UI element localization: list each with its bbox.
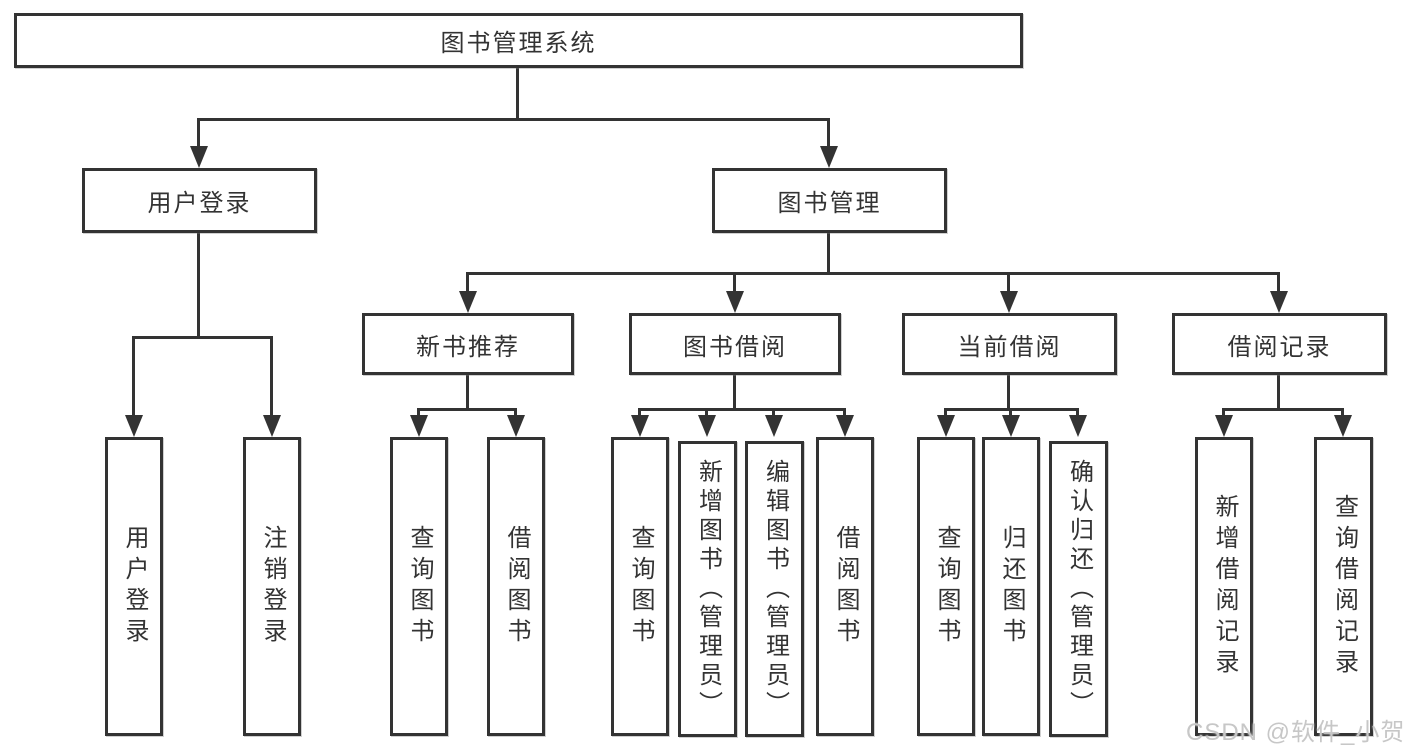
leaf-records-query-borrow-record: 查询借阅记录 xyxy=(1314,437,1373,736)
arrow-down-icon xyxy=(1334,415,1352,437)
connector-line xyxy=(705,408,708,418)
leaf-borrowing-edit-books-admin: 编辑图书（管理员） xyxy=(745,441,804,737)
arrow-down-icon xyxy=(410,415,428,437)
connector-line xyxy=(827,233,830,275)
connector-line xyxy=(1277,272,1280,293)
connector-line xyxy=(944,408,947,418)
connector-line xyxy=(466,375,469,411)
connector-line xyxy=(1007,272,1010,293)
arrow-down-icon xyxy=(1002,415,1020,437)
leaf-user-login: 用户登录 xyxy=(105,437,163,736)
leaf-recommend-borrow-books: 借阅图书 xyxy=(487,437,545,736)
node-borrow-records: 借阅记录 xyxy=(1172,313,1387,375)
connector-line xyxy=(197,118,830,121)
connector-line xyxy=(466,272,469,293)
node-new-book-recommend: 新书推荐 xyxy=(362,313,574,375)
leaf-borrowing-query-books: 查询图书 xyxy=(611,437,669,736)
arrow-down-icon xyxy=(190,146,208,168)
arrow-down-icon xyxy=(507,415,525,437)
connector-line xyxy=(1007,375,1010,411)
connector-line xyxy=(270,336,273,418)
leaf-current-query-books: 查询图书 xyxy=(917,437,975,736)
connector-line xyxy=(733,272,736,293)
arrow-down-icon xyxy=(1069,415,1087,437)
connector-line xyxy=(417,408,517,411)
leaf-borrowing-add-books-admin: 新增图书（管理员） xyxy=(678,441,737,737)
arrow-down-icon xyxy=(1215,415,1233,437)
arrow-down-icon xyxy=(459,291,477,313)
connector-line xyxy=(1222,408,1344,411)
connector-line xyxy=(197,233,200,339)
connector-line xyxy=(516,68,519,121)
arrow-down-icon xyxy=(698,415,716,437)
leaf-borrowing-borrow-books: 借阅图书 xyxy=(816,437,874,736)
arrow-down-icon xyxy=(125,415,143,437)
connector-line xyxy=(1341,408,1344,418)
connector-line xyxy=(772,408,775,418)
connector-line xyxy=(132,336,135,418)
connector-line xyxy=(1222,408,1225,418)
arrow-down-icon xyxy=(765,415,783,437)
leaf-logout: 注销登录 xyxy=(243,437,301,736)
node-book-management: 图书管理 xyxy=(712,168,947,233)
arrow-down-icon xyxy=(1270,291,1288,313)
arrow-down-icon xyxy=(937,415,955,437)
connector-line xyxy=(197,118,200,148)
leaf-current-confirm-return-admin: 确认归还（管理员） xyxy=(1049,441,1108,737)
connector-line xyxy=(638,408,641,418)
connector-line xyxy=(417,408,420,418)
connector-line xyxy=(514,408,517,418)
arrow-down-icon xyxy=(1000,291,1018,313)
connector-line xyxy=(733,375,736,411)
connector-line xyxy=(1277,375,1280,411)
arrow-down-icon xyxy=(726,291,744,313)
leaf-current-return-books: 归还图书 xyxy=(982,437,1040,736)
connector-line xyxy=(1009,408,1012,418)
arrow-down-icon xyxy=(631,415,649,437)
node-library-management-system: 图书管理系统 xyxy=(14,13,1023,68)
node-user-login: 用户登录 xyxy=(82,168,317,233)
connector-line xyxy=(638,408,846,411)
arrow-down-icon xyxy=(263,415,281,437)
leaf-recommend-query-books: 查询图书 xyxy=(390,437,448,736)
arrow-down-icon xyxy=(820,146,838,168)
connector-line xyxy=(466,272,1280,275)
node-book-borrowing: 图书借阅 xyxy=(629,313,841,375)
leaf-records-add-borrow-record: 新增借阅记录 xyxy=(1195,437,1253,736)
connector-line xyxy=(827,118,830,148)
connector-line xyxy=(132,336,273,339)
connector-line xyxy=(843,408,846,418)
csdn-watermark: CSDN @软件_小贺同学 xyxy=(1186,719,1405,746)
node-current-borrowing: 当前借阅 xyxy=(902,313,1117,375)
connector-line xyxy=(1076,408,1079,418)
arrow-down-icon xyxy=(836,415,854,437)
